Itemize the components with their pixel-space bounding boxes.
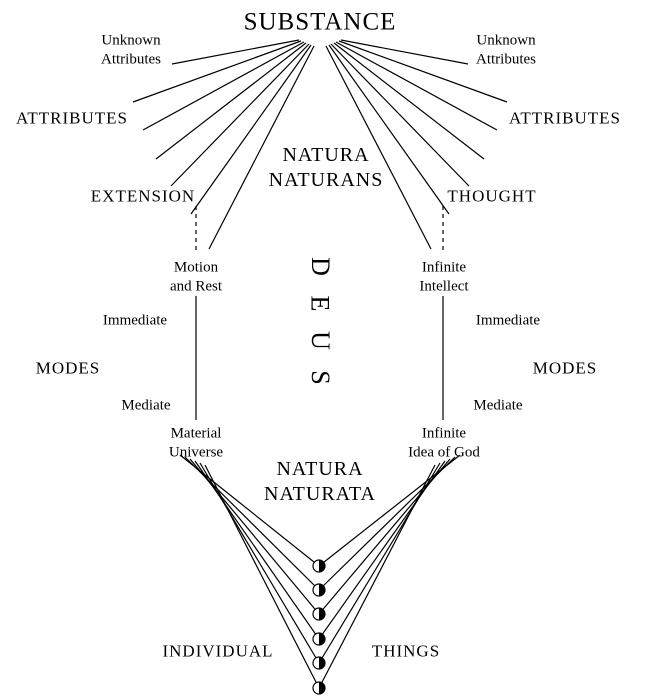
natura-naturata-line1: NATURA	[276, 458, 364, 480]
extension-label: EXTENSION	[90, 186, 196, 206]
mediate-right-label: Mediate	[473, 397, 523, 414]
unknown-attributes-left-line1: Unknown	[101, 32, 161, 49]
unknown-attributes-right-label: Unknown Attributes	[476, 31, 536, 69]
unknown-attributes-right-line2: Attributes	[476, 51, 536, 67]
material-universe-line1: Material	[170, 425, 222, 442]
thought-label: THOUGHT	[447, 186, 537, 206]
half-filled-circle-icon	[312, 632, 326, 646]
infinite-intellect-line2: Intellect	[419, 278, 469, 294]
immediate-left-label: Immediate	[102, 312, 168, 329]
deus-letter-s: S	[306, 370, 335, 385]
infinite-intellect-label: Infinite Intellect	[419, 258, 468, 296]
half-filled-circle-icon	[312, 656, 326, 670]
top-fan-left-lines	[132, 39, 315, 250]
individual-things-nodes	[312, 559, 326, 695]
infinite-idea-of-god-line1: Infinite	[421, 425, 467, 442]
natura-naturans-label: NATURA NATURANS	[269, 143, 384, 193]
deus-letter-u: U	[306, 331, 335, 350]
natura-naturata-line2: NATURATA	[264, 483, 376, 505]
substance-label: SUBSTANCE	[243, 8, 397, 36]
natura-naturata-label: NATURA NATURATA	[264, 457, 376, 507]
half-filled-circle-icon	[312, 559, 326, 573]
immediate-right-label: Immediate	[475, 312, 541, 329]
infinite-idea-of-god-line2: Idea of God	[408, 444, 480, 460]
motion-and-rest-label: Motion and Rest	[170, 258, 222, 296]
modes-right-label: MODES	[532, 358, 598, 378]
unknown-attributes-left-line2: Attributes	[101, 51, 161, 67]
unknown-attributes-right-line1: Unknown	[476, 32, 536, 49]
attributes-left-label: ATTRIBUTES	[16, 108, 128, 128]
half-filled-circle-icon	[312, 607, 326, 621]
things-label: THINGS	[371, 641, 441, 661]
individual-label: INDIVIDUAL	[162, 641, 274, 661]
motion-and-rest-line2: and Rest	[169, 278, 223, 294]
bottom-fan-left-lines	[179, 454, 320, 689]
natura-naturans-line1: NATURA	[282, 144, 370, 166]
infinite-idea-of-god-label: Infinite Idea of God	[408, 424, 480, 462]
infinite-intellect-line1: Infinite	[421, 259, 467, 276]
deus-letter-d: D	[306, 257, 335, 276]
deus-label: D E U S	[306, 254, 335, 391]
mediate-left-label: Mediate	[121, 397, 171, 414]
motion-and-rest-line1: Motion	[173, 259, 219, 276]
top-fan-right-lines	[325, 39, 508, 250]
deus-letter-e: E	[305, 295, 335, 312]
bottom-fan-right-lines	[318, 454, 461, 689]
attributes-right-label: ATTRIBUTES	[509, 108, 621, 128]
unknown-attributes-left-label: Unknown Attributes	[101, 31, 161, 69]
half-filled-circle-icon	[312, 583, 326, 597]
material-universe-label: Material Universe	[169, 424, 223, 462]
natura-naturans-line2: NATURANS	[268, 169, 384, 191]
modes-left-label: MODES	[35, 358, 101, 378]
half-filled-circle-icon	[312, 681, 326, 695]
material-universe-line2: Universe	[168, 444, 224, 460]
